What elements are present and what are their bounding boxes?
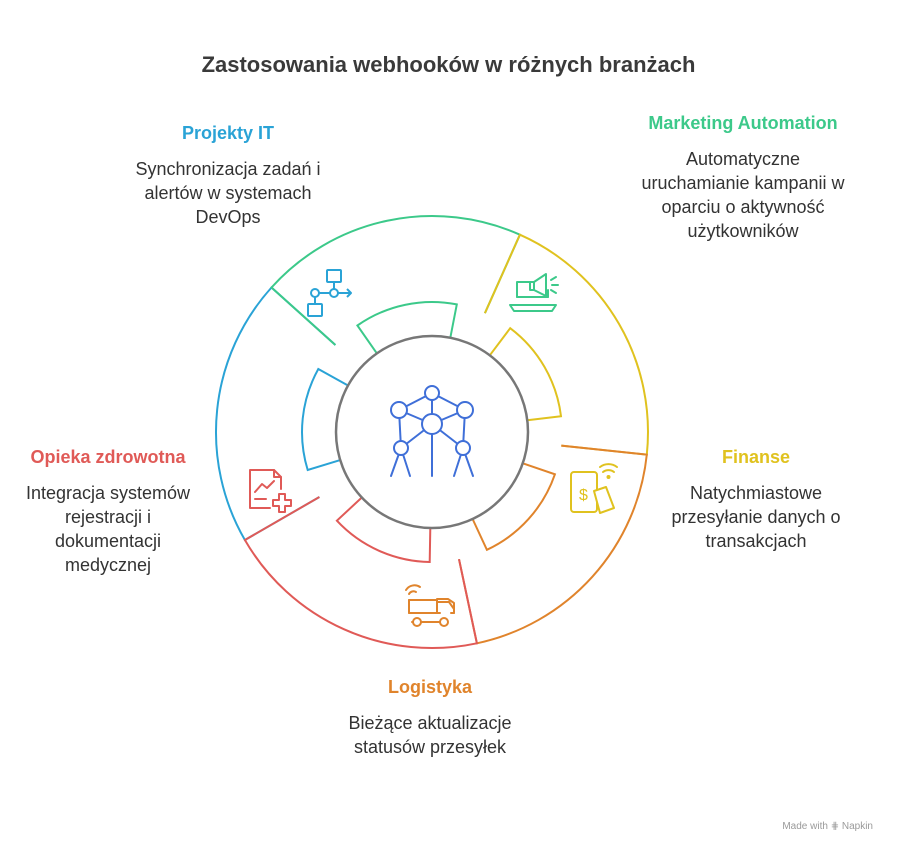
- delivery-truck-wifi-icon: [405, 584, 455, 627]
- wireless-payment-icon: $: [570, 463, 618, 514]
- footer-brand: Napkin: [841, 821, 873, 832]
- segment-marketing-heading: Marketing Automation: [648, 113, 838, 133]
- segment-it-block: Projekty IT Synchronizacja zadań i alertó…: [128, 122, 328, 229]
- atomium-network-icon: [390, 385, 474, 477]
- svg-text:$: $: [579, 487, 588, 504]
- napkin-logo-icon: ⋕: [830, 821, 840, 832]
- footer-made-with: Made with: [782, 821, 828, 832]
- segment-logistics-tab: [471, 462, 557, 552]
- segment-finance-description: Natychmiastowe przesyłanie danych o tran…: [671, 483, 841, 551]
- segment-logistics-heading: Logistyka: [387, 677, 473, 697]
- flowchart-icon: [307, 269, 352, 317]
- segment-finance-outline: [483, 233, 649, 456]
- segment-finance-heading: Finanse: [721, 447, 791, 467]
- segment-logistics-outline: [458, 444, 648, 645]
- segment-it-outline: [215, 286, 337, 542]
- segment-it-heading: Projekty IT: [181, 123, 275, 143]
- segment-finance-tab: [489, 326, 563, 422]
- segment-health-tab: [335, 496, 432, 564]
- segment-health-description: Integracja systemów rejestracji i dokume…: [25, 483, 191, 575]
- segment-it-description: Synchronizacja zadań i alertów w systema…: [135, 159, 321, 227]
- segment-health-outline: [243, 496, 479, 650]
- segment-logistics-description: Bieżące aktualizacje statusów przesyłek: [348, 713, 512, 757]
- segment-marketing-description: Automatyczne uruchamianie kampanii w opa…: [641, 149, 845, 241]
- medical-report-icon: [249, 469, 292, 513]
- diagram-title: Zastosowania webhooków w różnych branżac…: [201, 52, 696, 77]
- made-with-napkin-footer: Made with ⋕ Napkin: [782, 821, 873, 832]
- segment-marketing-outline: [270, 215, 522, 346]
- laptop-megaphone-icon: [509, 273, 559, 312]
- segment-health-heading: Opieka zdrowotna: [30, 447, 186, 467]
